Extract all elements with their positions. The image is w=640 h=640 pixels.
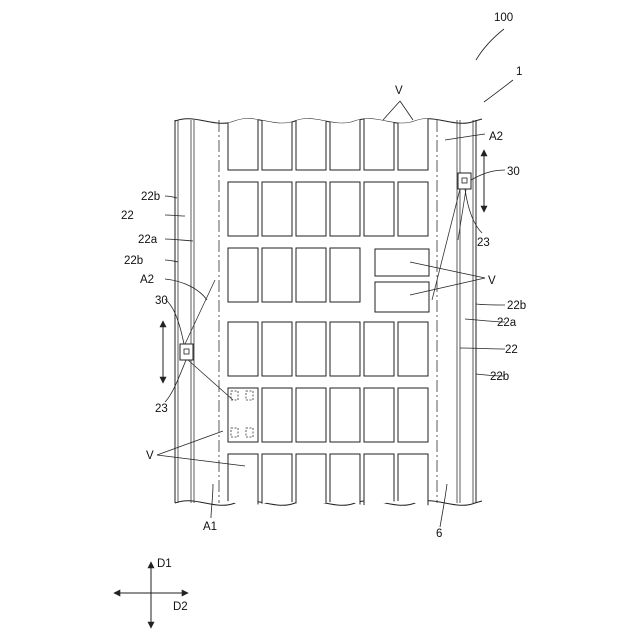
- parking-slot: [262, 454, 292, 510]
- left-lane-lines: [175, 120, 219, 503]
- label-a1: A1: [203, 521, 217, 533]
- parking-slot: [228, 114, 258, 170]
- label-lane-22-r: 22: [505, 344, 518, 356]
- parking-slot: [296, 388, 326, 442]
- parking-slot: [364, 182, 394, 236]
- label-line-22b-r1: 22b: [507, 300, 526, 312]
- label-line-22b-l2: 22b: [124, 255, 143, 267]
- label-vehicles-right: V: [488, 275, 496, 287]
- label-dir-d1: D1: [157, 558, 172, 570]
- label-lane-22-l: 22: [121, 210, 134, 222]
- direction-compass: [114, 562, 188, 628]
- parking-slot: [296, 248, 326, 302]
- parking-slot: [330, 248, 360, 302]
- label-marker-left: 23: [155, 403, 168, 415]
- label-line-22a-l: 22a: [138, 234, 158, 246]
- parking-slot: [296, 114, 326, 170]
- parking-slot: [375, 282, 429, 312]
- parking-slot: [398, 114, 428, 170]
- label-a2-left: A2: [140, 274, 154, 286]
- bottom-break-line: [175, 501, 482, 506]
- label-system: 100: [494, 12, 513, 24]
- parking-slot: [228, 248, 258, 302]
- parking-slot: [296, 182, 326, 236]
- label-line-22b-r2: 22b: [490, 371, 509, 383]
- parking-slot: [262, 322, 292, 376]
- parking-slot: [262, 114, 292, 170]
- parking-slot: [398, 322, 428, 376]
- parking-slot: [398, 454, 428, 510]
- parking-slot: [296, 322, 326, 376]
- parking-slot: [364, 114, 394, 170]
- label-sensor-right: 30: [507, 166, 520, 178]
- parking-slot: [228, 182, 258, 236]
- label-vehicles-top: V: [395, 85, 403, 97]
- parking-slot: [262, 248, 292, 302]
- parking-slot: [398, 388, 428, 442]
- label-dir-d2: D2: [173, 601, 188, 613]
- parking-slot: [296, 454, 326, 510]
- label-marker-right: 23: [477, 237, 490, 249]
- parking-slot: [228, 322, 258, 376]
- label-vehicles-left: V: [146, 450, 154, 462]
- parking-slot: [375, 249, 429, 276]
- label-line-22b-l1: 22b: [141, 191, 160, 203]
- parking-slots: [228, 114, 429, 510]
- label-a2-right: A2: [489, 131, 503, 143]
- parking-slot: [364, 454, 394, 510]
- parking-slot: [364, 388, 394, 442]
- label-aisle: 6: [436, 528, 442, 540]
- parking-slot: [398, 182, 428, 236]
- parking-slot: [330, 388, 360, 442]
- parking-slot: [330, 322, 360, 376]
- sensor-right: [458, 173, 471, 189]
- parking-slot: [330, 454, 360, 510]
- parking-slot: [228, 388, 258, 442]
- parking-slot: [262, 388, 292, 442]
- label-device: 1: [516, 66, 522, 78]
- parking-slot: [364, 322, 394, 376]
- top-break-line: [175, 119, 482, 124]
- label-line-22a-r: 22a: [497, 317, 517, 329]
- label-sensor-left: 30: [155, 295, 168, 307]
- parking-slot: [262, 182, 292, 236]
- parking-slot: [330, 182, 360, 236]
- parking-slot: [228, 454, 258, 510]
- sensor-left: [180, 344, 193, 360]
